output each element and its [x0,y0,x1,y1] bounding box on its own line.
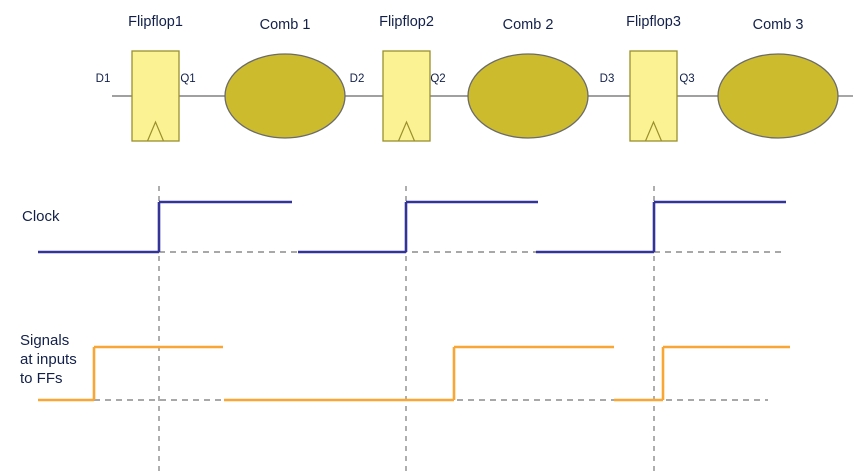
signals-label-line: at inputs [20,351,77,368]
block-label: Flipflop2 [379,14,434,30]
clock-edge-triangle-icon [146,120,165,142]
block-label: Flipflop1 [128,14,183,30]
block-comb1[interactable]: Comb 1 [224,17,346,139]
pin-label-q3: Q3 [679,73,694,85]
pin-label-d2: D2 [350,73,365,85]
timing-baseline-dashes [94,251,786,401]
flipflop-body[interactable] [382,50,431,142]
signals-waveform [38,345,790,402]
flipflop-body[interactable] [629,50,678,142]
clock-waveform [38,200,786,254]
block-ff1[interactable]: Flipflop1 [128,14,183,142]
signals-label-line: to FFs [20,370,63,387]
timing-gridlines-layer [158,186,655,473]
signals-waveform-label: Signals at inputs to FFs [20,332,77,387]
pin-label-d3: D3 [600,73,615,85]
datapath-pin-labels: D1 Q1 D2 Q2 D3 Q3 [96,73,695,85]
block-ff2[interactable]: Flipflop2 [379,14,434,142]
block-label: Flipflop3 [626,14,681,30]
block-label: Comb 2 [503,17,554,33]
block-ff3[interactable]: Flipflop3 [626,14,681,142]
pin-label-q1: Q1 [180,73,195,85]
clock-edge-triangle-icon [397,120,416,142]
datapath-blocks-layer: Flipflop1 Comb 1 Flipflop2 Comb 2 Flipflop3 C… [128,14,839,142]
block-label: Comb 1 [260,17,311,33]
pin-label-d1: D1 [96,73,111,85]
signals-label-line: Signals [20,332,69,349]
block-comb3[interactable]: Comb 3 [717,17,839,139]
comb-logic-body[interactable] [717,53,839,139]
clock-edge-triangle-icon [644,120,663,142]
flipflop-body[interactable] [131,50,180,142]
clock-waveform-label: Clock [22,208,60,225]
comb-logic-body[interactable] [467,53,589,139]
block-label: Comb 3 [753,17,804,33]
comb-logic-body[interactable] [224,53,346,139]
pin-label-q2: Q2 [430,73,445,85]
block-comb2[interactable]: Comb 2 [467,17,589,139]
